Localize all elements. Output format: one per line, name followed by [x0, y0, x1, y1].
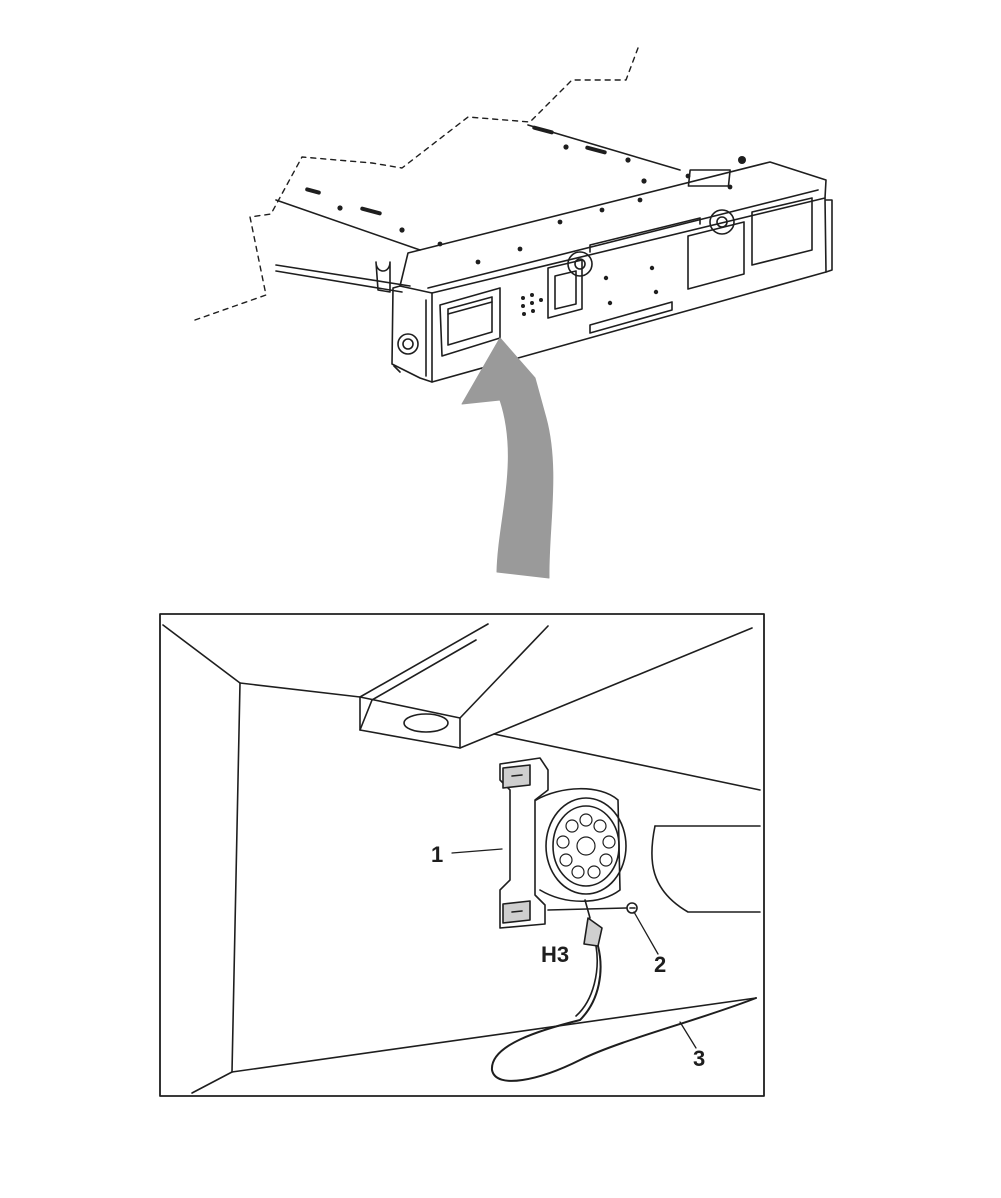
connector-h3	[583, 917, 603, 947]
machine-frame-dashed-outline	[194, 47, 639, 321]
callout-3: 3	[693, 1046, 705, 1071]
callout-2: 2	[654, 952, 666, 977]
alarm-wire	[490, 945, 757, 1082]
backup-alarm-buzzer-icon	[490, 757, 757, 1082]
cross-member	[359, 623, 753, 749]
callout-h3: H3	[541, 942, 569, 967]
inset-frame	[159, 613, 765, 1097]
box-interior-lines	[162, 624, 761, 1094]
frame-plate	[275, 124, 681, 293]
electrical-box	[375, 156, 833, 383]
leader-lines	[451, 848, 697, 1049]
curved-arrow-icon	[461, 337, 554, 579]
callout-1: 1	[431, 842, 443, 867]
mounting-hole	[403, 713, 449, 733]
alarm-speaker-grille	[545, 797, 627, 895]
overview-illustration	[194, 47, 833, 579]
alarm-mounting-bracket	[499, 757, 549, 929]
screw-icon	[547, 902, 638, 914]
detail-inset: 1 2 3 H3	[159, 613, 765, 1097]
